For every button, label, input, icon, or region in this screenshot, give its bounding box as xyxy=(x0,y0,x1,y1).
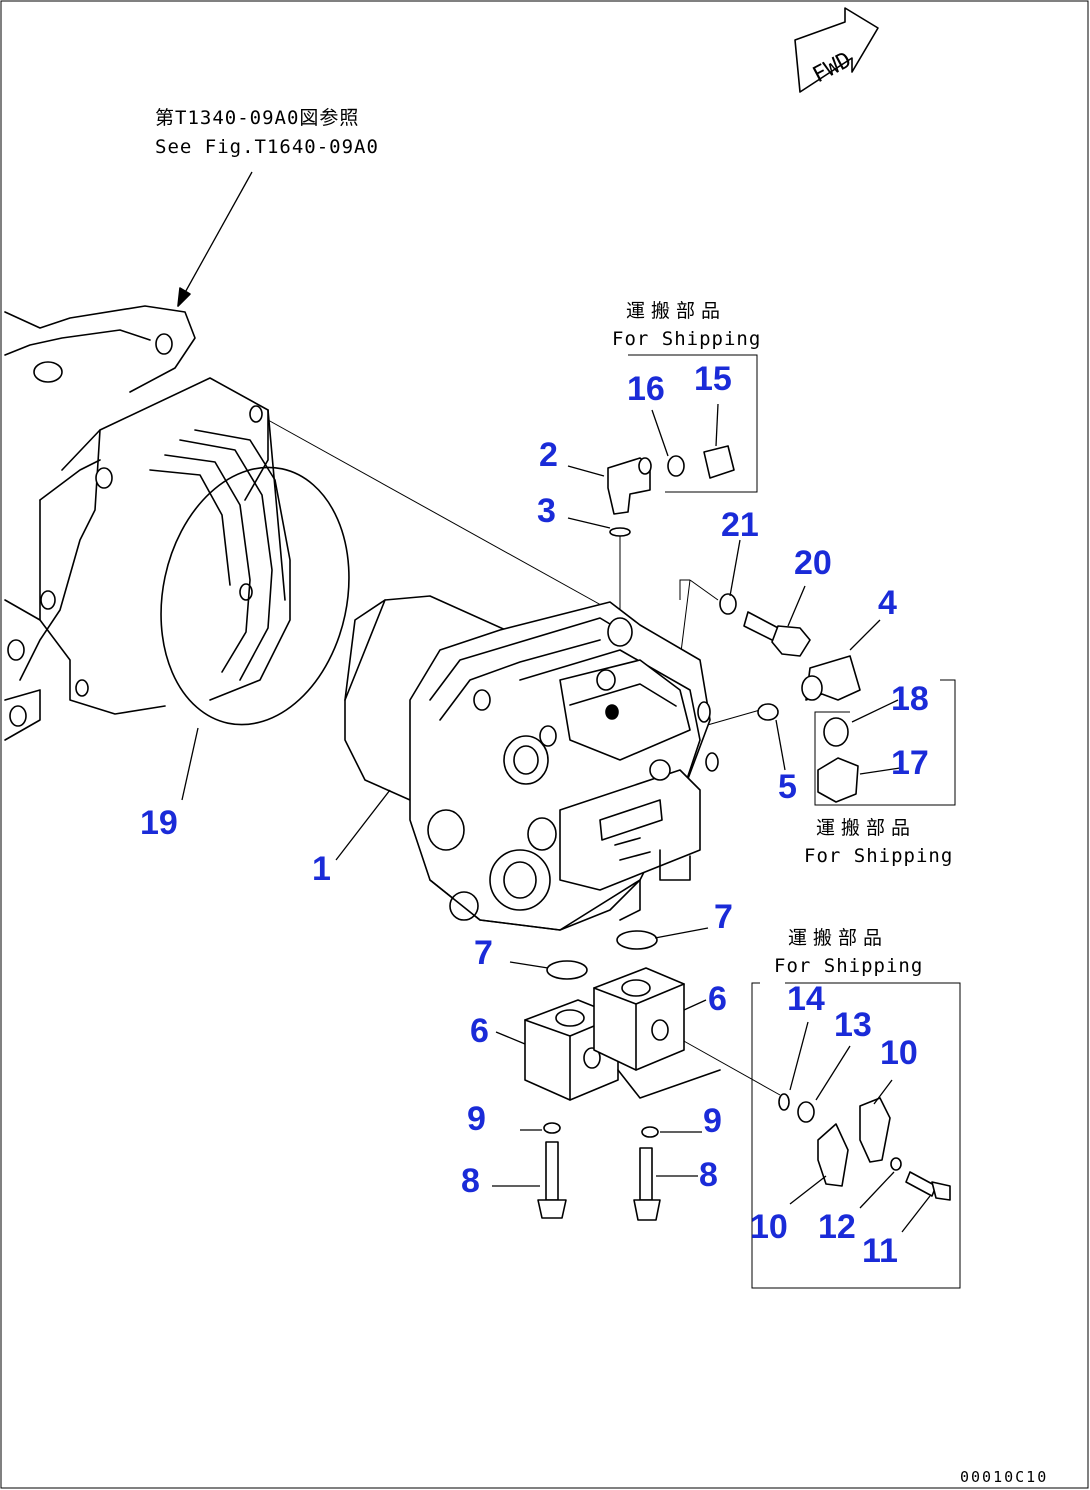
callout-18: 18 xyxy=(891,680,929,718)
callout-4: 4 xyxy=(878,584,897,622)
o-ring-7b xyxy=(616,930,658,950)
callout-14: 14 xyxy=(787,980,825,1018)
assembly-line xyxy=(689,579,719,601)
bolt-8a xyxy=(537,1141,567,1219)
travel-motor xyxy=(344,595,719,931)
callout-1: 1 xyxy=(312,850,331,888)
shipping-1-jp: 運搬部品 xyxy=(626,300,726,322)
shipping-3-en: For Shipping xyxy=(774,955,923,977)
callout-15: 15 xyxy=(694,360,732,398)
callout-9a: 9 xyxy=(467,1100,486,1138)
reference-note-jp: 第T1340-09A0図参照 xyxy=(155,107,359,129)
split-flange-10a xyxy=(859,1097,891,1163)
reference-leader xyxy=(181,171,253,299)
washer-12 xyxy=(890,1157,902,1171)
callout-8a: 8 xyxy=(461,1162,480,1200)
split-flange-10b xyxy=(817,1123,849,1187)
callout-12: 12 xyxy=(818,1208,856,1246)
nut-17 xyxy=(817,757,859,803)
assembly-line xyxy=(267,419,611,611)
bolt-11 xyxy=(905,1171,951,1201)
callout-20: 20 xyxy=(794,544,832,582)
callout-19: 19 xyxy=(140,804,178,842)
callout-21: 21 xyxy=(721,506,759,544)
elbow-block-4 xyxy=(801,655,861,701)
bolt-8b xyxy=(633,1147,661,1221)
bolt-20 xyxy=(743,611,811,657)
callout-16: 16 xyxy=(627,370,665,408)
reference-note-en: See Fig.T1640-09A0 xyxy=(155,136,379,158)
o-ring-7a xyxy=(546,960,588,980)
shipping-box-2 xyxy=(814,679,956,806)
callout-9b: 9 xyxy=(703,1102,722,1140)
o-ring-5 xyxy=(757,703,779,721)
callout-10a: 10 xyxy=(880,1034,918,1072)
callout-11: 11 xyxy=(862,1232,898,1270)
washer-9a xyxy=(543,1122,561,1134)
callout-13: 13 xyxy=(834,1006,872,1044)
o-ring-13 xyxy=(797,1101,815,1123)
o-ring-19 xyxy=(160,466,350,726)
callout-6a: 6 xyxy=(470,1012,489,1050)
fwd-arrow-icon: FWD xyxy=(794,7,879,93)
plug-18 xyxy=(823,717,849,747)
callout-17: 17 xyxy=(891,744,929,782)
callout-3: 3 xyxy=(537,492,556,530)
callout-10b: 10 xyxy=(750,1208,788,1246)
elbow-fitting-2 xyxy=(607,457,652,515)
axle-housing xyxy=(4,305,291,741)
shipping-box-3 xyxy=(751,982,961,1289)
callout-5: 5 xyxy=(778,768,797,806)
shipping-2-jp: 運搬部品 xyxy=(816,817,916,839)
callout-2: 2 xyxy=(539,436,558,474)
drawing-code: 00010C10 xyxy=(960,1468,1048,1486)
shipping-1-en: For Shipping xyxy=(612,328,761,350)
assembly-line xyxy=(679,579,690,600)
callout-8b: 8 xyxy=(699,1156,718,1194)
shipping-box-1 xyxy=(628,354,758,493)
shipping-2-en: For Shipping xyxy=(804,845,953,867)
callout-7b: 7 xyxy=(714,898,733,936)
o-ring-14 xyxy=(778,1093,790,1111)
callout-6b: 6 xyxy=(708,980,727,1018)
washer-21 xyxy=(719,593,737,615)
assembly-line xyxy=(681,1039,781,1096)
callout-7a: 7 xyxy=(474,934,493,972)
nut-15 xyxy=(703,445,735,479)
reference-arrowhead-icon xyxy=(177,287,191,307)
shipping-3-jp: 運搬部品 xyxy=(788,927,888,949)
plug-16 xyxy=(667,455,685,477)
washer-9b xyxy=(641,1126,659,1138)
o-ring-3 xyxy=(609,527,631,537)
flange-block-6b xyxy=(593,967,721,1099)
